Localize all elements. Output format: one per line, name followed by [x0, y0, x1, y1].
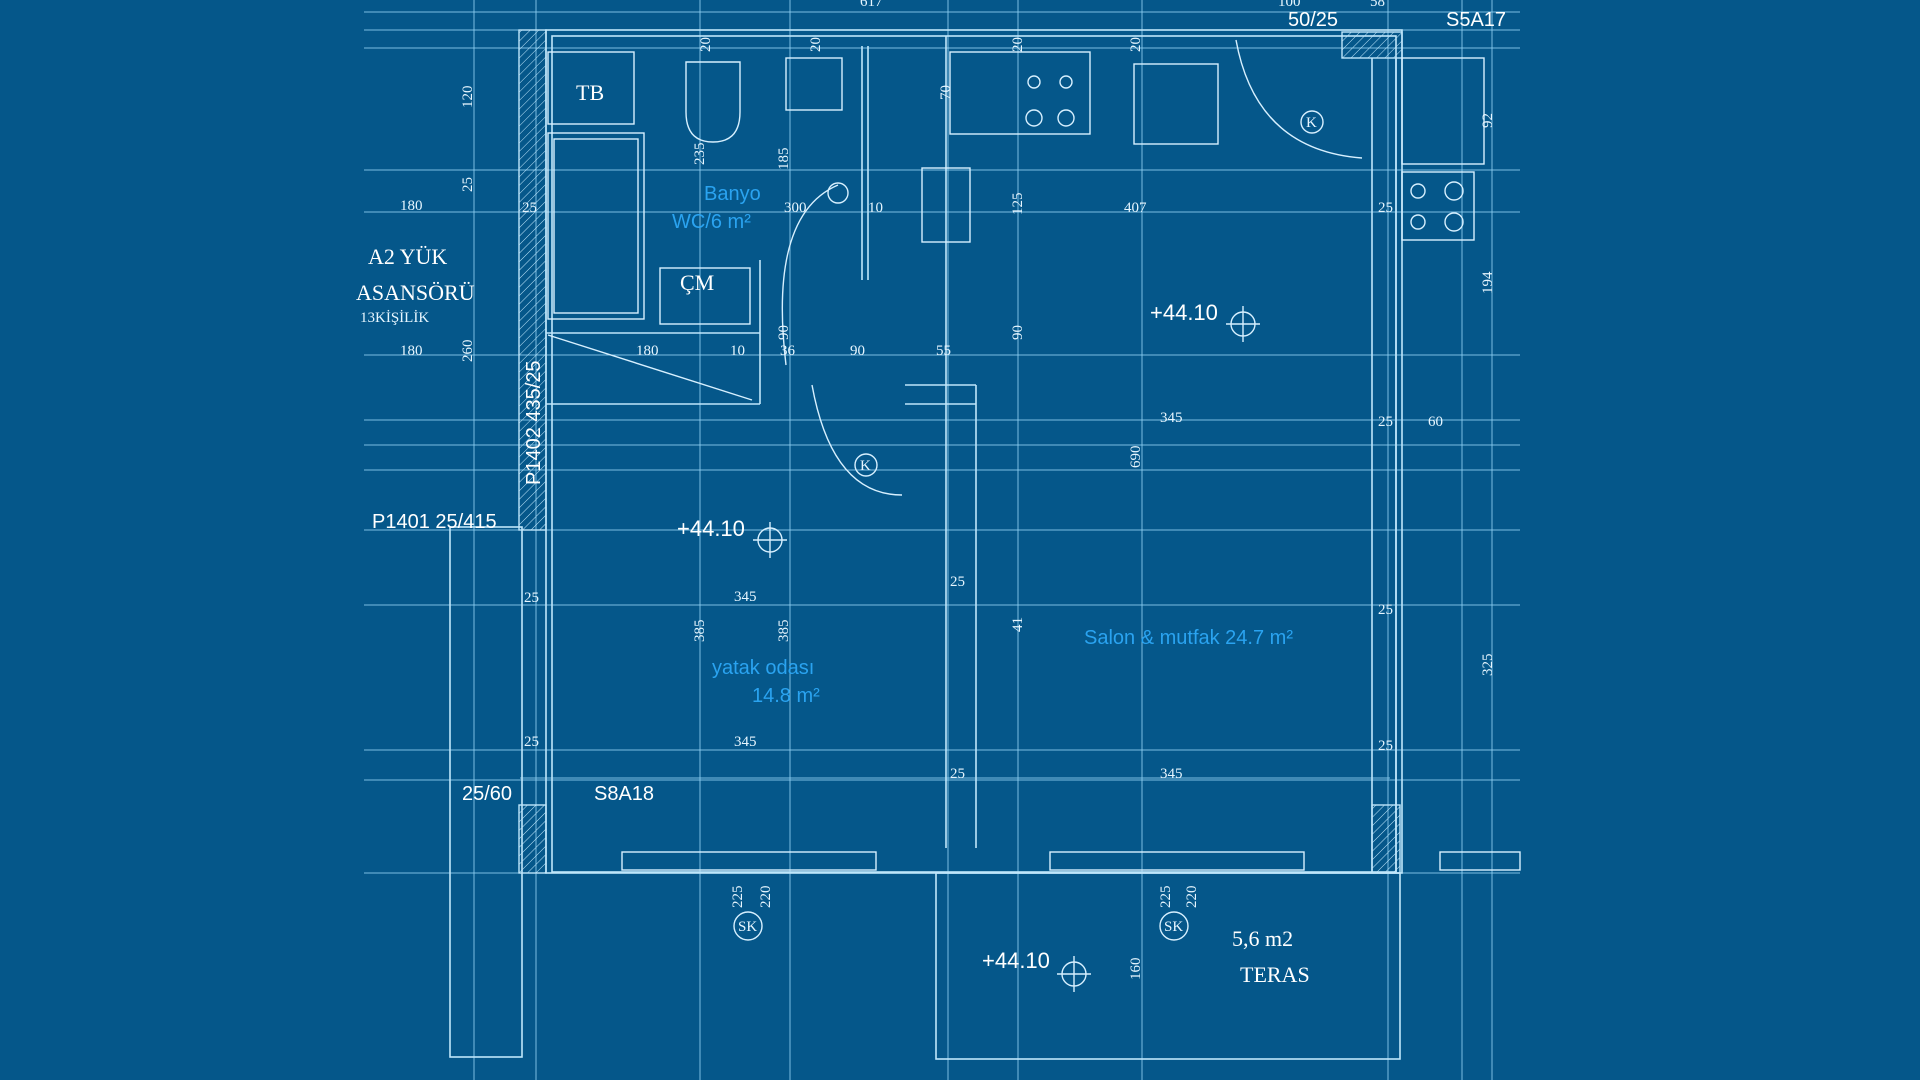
dim: 160 [1128, 958, 1144, 981]
dim: 385 [692, 620, 708, 643]
label-p1401: P1401 25/415 [372, 511, 497, 533]
label-k-2: K [860, 458, 871, 474]
label-sk-2: SK [1164, 919, 1183, 935]
label-elevator-2: ASANSÖRÜ [356, 280, 475, 305]
dim: 25 [950, 766, 965, 782]
dim: 25 [950, 574, 965, 590]
bathtub [547, 132, 645, 320]
dim: 25 [524, 590, 539, 606]
cooktop [949, 51, 1091, 135]
label-s5a17: S5A17 [1446, 9, 1506, 31]
dim: 300 [784, 200, 807, 216]
dim: 36 [780, 343, 796, 359]
fridge [1133, 63, 1219, 145]
dim: 25 [460, 177, 476, 192]
dim: 90 [776, 325, 792, 340]
label-terrace-area: 5,6 m2 [1232, 926, 1293, 951]
dim: 125 [1010, 193, 1026, 216]
washing-machine [547, 51, 635, 125]
dim: 25 [1378, 738, 1393, 754]
level-salon: +44.10 [1150, 300, 1218, 325]
label-salon: Salon & mutfak 24.7 m² [1084, 627, 1293, 649]
dim: 25 [522, 200, 537, 216]
dim: 90 [1010, 325, 1026, 340]
dim: 20 [1010, 37, 1026, 52]
label-p1402: P1402 435/25 [523, 360, 545, 485]
dim: 185 [776, 148, 792, 171]
label-elevator-3: 13KİŞİLİK [360, 310, 429, 326]
dim: 10 [868, 200, 883, 216]
dim: 25 [524, 734, 539, 750]
dim: 345 [734, 589, 757, 605]
label-bedroom: yatak odası [712, 657, 814, 679]
label-banyo: Banyo [704, 183, 761, 205]
dim: 10 [730, 343, 745, 359]
dim: 55 [936, 343, 951, 359]
dim: 617 [860, 0, 883, 10]
label-s8a18: S8A18 [594, 783, 654, 805]
walls [449, 29, 1403, 1060]
dimension-labels: 617 100 58 180 180 180 25 25 25 25 25 25… [400, 0, 1496, 980]
dim: 225 [1158, 886, 1174, 909]
dim: 25 [1378, 200, 1393, 216]
level-bedroom: +44.10 [677, 516, 745, 541]
dim: 20 [1128, 37, 1144, 52]
dim: 41 [1010, 617, 1026, 632]
dim: 260 [460, 340, 476, 363]
labels: TB ÇM Banyo WC/6 m² A2 YÜK ASANSÖRÜ 13Kİ… [356, 9, 1506, 987]
level-markers [733, 110, 1324, 992]
label-cm: ÇM [680, 270, 714, 295]
dim: 100 [1278, 0, 1301, 10]
sink [785, 57, 843, 111]
dim: 225 [730, 886, 746, 909]
dim: 180 [400, 343, 423, 359]
label-elevator-1: A2 YÜK [368, 244, 447, 269]
dim: 120 [460, 86, 476, 109]
label-tb: TB [576, 80, 604, 105]
window [1049, 851, 1305, 871]
bedroom-door [811, 384, 903, 496]
entry-door [1235, 39, 1363, 159]
dim: 220 [758, 886, 774, 909]
dim: 325 [1480, 654, 1496, 677]
grid-lines [364, 0, 1520, 1080]
dim: 345 [1160, 410, 1183, 426]
dim: 345 [1160, 766, 1183, 782]
dim: 194 [1480, 271, 1496, 294]
boiler [659, 267, 751, 325]
dim: 690 [1128, 446, 1144, 469]
dim: 70 [938, 85, 954, 100]
level-values: +44.10 +44.10 +44.10 [677, 300, 1218, 973]
label-bedroom-area: 14.8 m² [752, 685, 820, 707]
dim: 385 [776, 620, 792, 643]
dim: 25 [1378, 602, 1393, 618]
label-terrace: TERAS [1240, 962, 1310, 987]
dim: 220 [1184, 886, 1200, 909]
label-k-1: K [1306, 115, 1317, 131]
label-column-2560: 25/60 [462, 783, 512, 805]
dim: 58 [1370, 0, 1385, 10]
dim: 20 [808, 37, 824, 52]
dim: 235 [692, 143, 708, 166]
dim: 90 [850, 343, 865, 359]
dim: 25 [1378, 414, 1393, 430]
window [621, 851, 877, 871]
label-column-5025: 50/25 [1288, 9, 1338, 31]
dim: 407 [1124, 200, 1147, 216]
dim: 92 [1480, 113, 1496, 128]
dim: 180 [400, 198, 423, 214]
bath-door [781, 184, 839, 366]
label-wc: WC/6 m² [672, 211, 751, 233]
dim: 345 [734, 734, 757, 750]
dim: 20 [698, 37, 714, 52]
toilet [685, 61, 741, 143]
dim: 60 [1428, 414, 1443, 430]
dim: 180 [636, 343, 659, 359]
level-terrace: +44.10 [982, 948, 1050, 973]
fixtures [547, 39, 1521, 871]
label-sk-1: SK [738, 919, 757, 935]
